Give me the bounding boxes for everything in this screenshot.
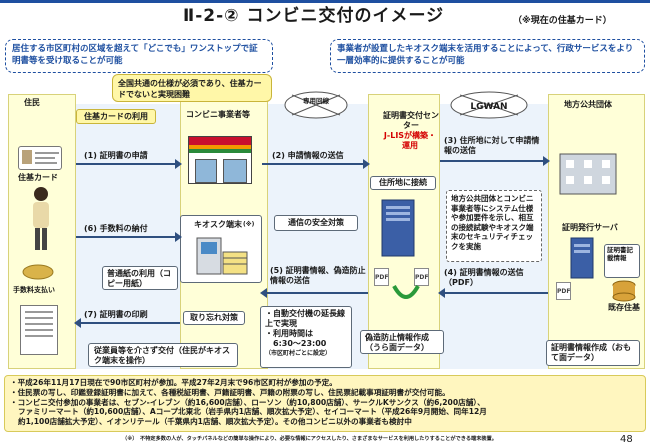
- cert-create-label: 証明書情報作成（おもて面データ）: [546, 340, 640, 366]
- resident-header: 住民: [24, 98, 40, 107]
- anti-forgery-label: 偽造防止情報作成（うら面データ）: [360, 330, 444, 354]
- cycle-arrow-icon: [392, 284, 420, 299]
- city-hall-icon: [559, 153, 617, 195]
- center-operator: J-LISが構築・運用: [383, 131, 437, 150]
- note-line-1: ・平成26年11月17日現在で90市区町村が参加。平成27年2月末で96市区町村…: [10, 378, 337, 387]
- existing-jyuki-label: 既存住基: [608, 303, 640, 312]
- hours-line-4: （市区町村ごとに設定）: [265, 350, 332, 357]
- local-spec-note: 地方公共団体とコンビニ事業者等にシステム仕様や参加要件を示し、相互の接続試験やキ…: [446, 190, 542, 262]
- hours-line-1: ・自動交付機の延長線上で実現: [265, 309, 345, 328]
- database-icon: [612, 280, 636, 302]
- page-title: Ⅱ-2-② コンビニ交付のイメージ: [183, 6, 445, 26]
- note-line-4: ファミリーマート（約10,600店舗）、Aコープ北東北（岩手県内1店舗、順次拡大…: [18, 407, 487, 417]
- card-label: 住基カード: [18, 173, 58, 182]
- step4-arrow: [438, 288, 548, 298]
- hours-line-2: ・利用時間は: [265, 329, 313, 338]
- person-icon: [33, 187, 49, 250]
- note-line-5: 約1,100店舗拡大予定）、イオンリテール（千葉県内1店舗、順次拡大予定）。その…: [18, 417, 412, 427]
- step1-arrow: [76, 159, 182, 169]
- step5-arrow: [260, 288, 368, 298]
- kiosk-icon: [196, 237, 248, 275]
- id-card-icon: [18, 146, 62, 170]
- lgwan-label: LGWAN: [470, 102, 508, 112]
- pdf-doc-icon-center: PDF: [374, 268, 389, 286]
- footnote: （※） 不特定多数の人が、タッチパネルなどの簡単な操作により、必要な情報にアクセ…: [122, 436, 497, 442]
- page-subtitle: （※現在の住基カード）: [513, 16, 612, 26]
- unattended-label: 従業員等を介さず交付（住民がキオスク端末を操作）: [88, 343, 238, 367]
- step3-label: (3) 住所地に対して申請情報の送信: [444, 136, 540, 155]
- callout-anywhere: 居住する市区町村の区域を超えて「どこでも」ワンストップで証明書等を受け取ることが…: [5, 39, 273, 73]
- private-line-ellipse: [284, 91, 348, 119]
- db-label: 証明書記載情報: [604, 244, 640, 278]
- server-icon: [381, 199, 415, 257]
- step4-label: (4) 証明書情報の送信（PDF）: [444, 268, 524, 287]
- step7-label: (7) 証明書の印刷: [84, 310, 148, 319]
- note-line-3: ・コンビニ交付参加の事業者は、セブン-イレブン（約16,600店舗）、ローソン（…: [10, 397, 485, 407]
- hours-box: ・自動交付機の延長線上で実現 ・利用時間は 6:30〜23:00 （市区町村ごと…: [260, 306, 352, 368]
- store-icon: [188, 136, 252, 184]
- top-rule: [0, 0, 650, 3]
- secure-comm-label: 通信の安全対策: [274, 215, 358, 231]
- pdf-doc-icon-center-2: PDF: [414, 268, 429, 286]
- kiosk-note: (※): [243, 221, 255, 228]
- page-number: 48: [620, 434, 633, 445]
- step2-label: (2) 申請情報の送信: [272, 151, 344, 160]
- notes-box: ・平成26年11月17日現在で90市区町村が参加。平成27年2月末で96市区町村…: [4, 375, 646, 432]
- step7-arrow: [74, 318, 180, 328]
- note-line-2: ・住民票の写し、印鑑登録証明書に加えて、各種税証明書、戸籍証明書、戸籍の附票の写…: [10, 387, 450, 397]
- coin-icon: [22, 264, 54, 280]
- lgwan-ellipse: [450, 91, 528, 119]
- step2-arrow: [262, 159, 370, 169]
- card-usage-label: 住基カードの利用: [76, 109, 156, 124]
- kiosk-label: キオスク端末: [194, 220, 242, 229]
- private-line-label: 専用回線: [303, 97, 329, 105]
- local-column: [548, 94, 645, 369]
- step1-label: (1) 証明書の申請: [84, 151, 148, 160]
- step6-arrow: [76, 232, 182, 242]
- spec-note: 全国共通の仕様が必須であり、住基カードでないと実現困難: [112, 74, 272, 102]
- step3-arrow: [440, 156, 550, 166]
- forget-prevention-label: 取り忘れ対策: [183, 311, 245, 325]
- server-label: 証明発行サーバ: [562, 223, 618, 232]
- hours-line-3: 6:30〜23:00: [273, 339, 327, 348]
- callout-efficiency: 事業者が設置したキオスク端末を活用することによって、行政サービスをより一層効率的…: [330, 39, 645, 73]
- step6-label: (6) 手数料の納付: [84, 224, 148, 233]
- pdf-doc-icon-local: PDF: [556, 282, 571, 300]
- local-header: 地方公共団体: [564, 100, 612, 109]
- connect-address-label: 住所地に接続: [370, 176, 436, 190]
- issue-server-icon: [570, 237, 594, 279]
- center-header: 証明書交付センター: [383, 111, 439, 130]
- step5-label: (5) 証明書情報、偽造防止情報の送信: [270, 266, 366, 285]
- certificate-doc-icon: [20, 305, 58, 355]
- conbini-header: コンビニ事業者等: [186, 110, 250, 119]
- plain-paper-label: 普通紙の利用（コピー用紙）: [102, 266, 178, 290]
- fee-label: 手数料支払い: [13, 286, 55, 294]
